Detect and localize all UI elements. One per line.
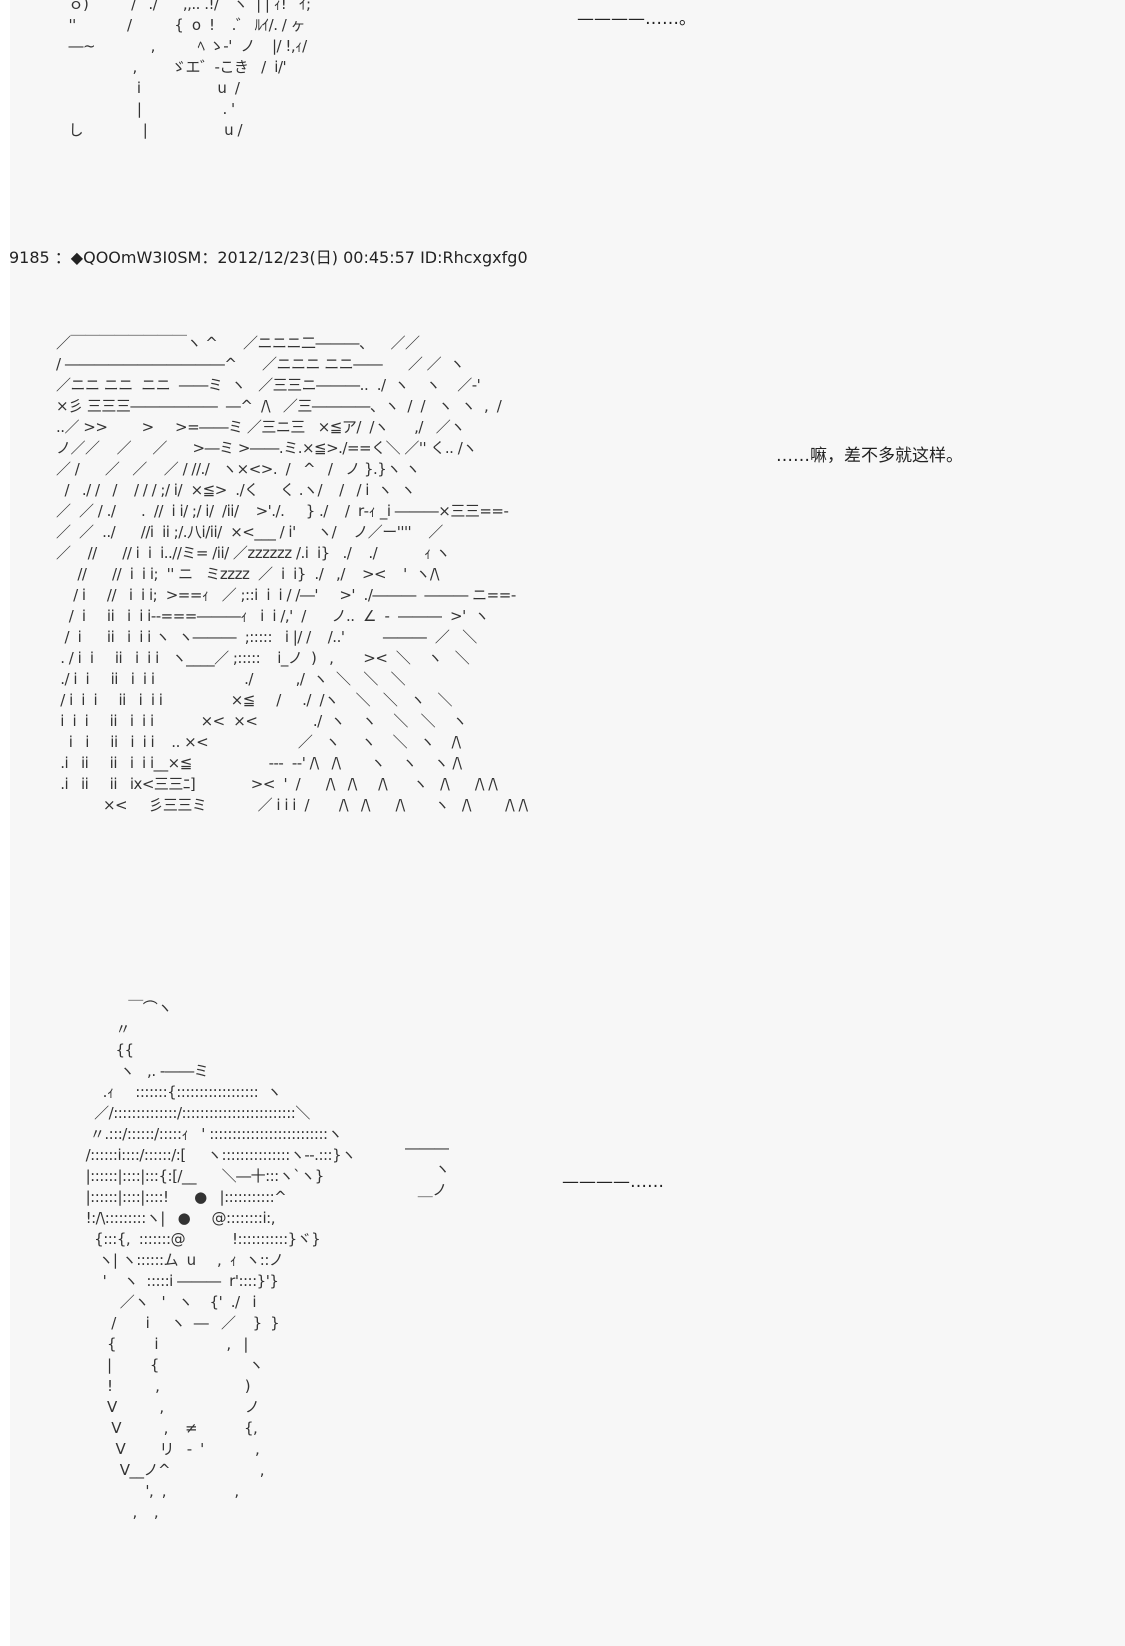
art-line: .i ii ii ix<三三ﾆ] >< ' / /\ /\ /\ ヽ /\ /\…	[56, 775, 498, 793]
ascii-art-top: ｏ) / ./ ,,.. .!/゛ヽ | | ｨ! ｲ; '' / { o ! …	[60, 0, 312, 141]
art-line: ..／ >> > >=――ミ ／三ニ三 ×≦ア/ /ヽ ,/ ／ヽ	[56, 418, 465, 436]
art-line: ／ニニ ニニ ニニ ――ミ ヽ ／三三ニ―――.. ./ ヽ ヽ ／-'	[56, 376, 481, 394]
dialogue-top: ————……。	[577, 9, 696, 29]
art-line: . / i i ii i i i ヽ____／ ;::::: i_ノ ) , >…	[56, 649, 470, 667]
art-line: ／￣￣￣￣￣￣￣￣ヽ ^ ／ニニニ二―――、 ／／	[56, 334, 420, 352]
art-line: / ./ / / / / / ;/ i/ ×≦> ./く く .ヽ/ / / i…	[56, 481, 416, 499]
art-line: ヽ ,. -――ミ	[60, 1062, 209, 1080]
art-line: ／ ／ ../ //i ii ;/.八i/ii/ ×<___ / i' ヽ/ ノ…	[56, 523, 443, 541]
art-line: V__ノ^ ,	[60, 1461, 265, 1479]
art-line: ／ / ／ ／ ／ / //./ ヽ×<>. / ^ / ノ }.}ヽ ヽ	[56, 460, 420, 478]
art-line: |::::::|::::|:::{:[/__ ＼―十:::ヽ`ヽ}	[60, 1167, 325, 1185]
art-line: , ,	[60, 1503, 159, 1521]
art-line: !:/\:::::::::ヽ| ● @::::::::i:,	[60, 1209, 276, 1227]
art-line: i u /	[60, 79, 240, 97]
art-line: ／ ／ / ./ . // i i/ ;/ i/ /ii/ >'./. } ./…	[56, 502, 509, 520]
art-line: ヽ| ヽ::::::ム u , ｨ ヽ::ノ	[60, 1251, 284, 1269]
ascii-art-side: ――― ヽ ＿ノ	[405, 1139, 450, 1199]
art-line: ノ／／ ／ ／ >―ミ >――.ミ.×≦>./==く＼ ／'' く.. /ヽ	[56, 439, 477, 457]
art-line: 〃	[60, 1020, 130, 1038]
art-line: { i , |	[60, 1335, 249, 1353]
art-line: / i // i i i; >==ｨ ／ ;::i i i / /―' >' .…	[56, 586, 516, 604]
art-line: // // i i i; '' ニ ミzzzz ／ i i} ./ ,/ >< …	[56, 565, 439, 583]
art-line: | . '	[60, 100, 235, 118]
art-line: ￣⌒ヽ	[60, 999, 172, 1017]
ascii-art-middle: ／￣￣￣￣￣￣￣￣ヽ ^ ／ニニニ二―――、 ／／ / ―――――――――――^ …	[56, 333, 528, 816]
art-line: {:::{, :::::::@ !:::::::::::}ヾ}	[60, 1230, 321, 1248]
art-line: i i i ii i i i ×< ×< ./ ヽ ヽ ＼ ＼ ヽ	[56, 712, 467, 730]
page-margin	[0, 0, 10, 1646]
art-line: ｏ) / ./ ,,.. .!/゛ヽ | | ｨ! ｲ;	[60, 0, 312, 13]
ascii-art-bottom: ￣⌒ヽ 〃 {{ ヽ ,. -――ミ .ｨ :::::::{::::::::::…	[60, 998, 357, 1523]
art-line: | { ヽ	[60, 1356, 264, 1374]
art-line: 〃.:::/::::::/:::::ｨ ' ::::::::::::::::::…	[60, 1125, 343, 1143]
art-line: / i i i ii i i i ×≦ / ./ /ヽ ＼ ＼ ヽ ＼	[56, 691, 453, 709]
art-line: i i ii i i i .. ×< ／ ヽ ヽ ＼ ヽ /\	[56, 733, 461, 751]
art-line: ./ i i ii i i i ./ ,/ ヽ ＼ ＼ ＼	[56, 670, 406, 688]
art-line: ／ヽ ' ヽ {' ./ i	[60, 1293, 257, 1311]
art-line: ', , ,	[60, 1482, 239, 1500]
post-header: 9185 ：◆QOOmW3I0SM：2012/12/23(日) 00:45:57…	[9, 248, 528, 267]
art-line: ／/::::::::::::::/:::::::::::::::::::::::…	[60, 1104, 310, 1122]
art-line: / ―――――――――――^ ／ニニニ ニニ―― ／ ／ ヽ	[56, 355, 465, 373]
art-line: ! , )	[60, 1377, 251, 1395]
art-line: V , ノ	[60, 1398, 260, 1416]
art-line: .ｨ :::::::{:::::::::::::::::: ヽ	[60, 1083, 282, 1101]
art-line: / i ii i i i ヽ ヽ――― ;::::: i |/ / /..' ―…	[56, 628, 478, 646]
art-line: ／ // // i i i..//ミ= /ii/ ／zzzzzz /.i i} …	[56, 544, 450, 562]
art-line: V , ≠ {,	[60, 1419, 258, 1437]
art-line: ' ヽ :::::i ――― r'::::}'}	[60, 1272, 279, 1290]
art-line: ―~ , ﾍ ゝ-' ノ |/ !,ｨ/	[60, 37, 308, 55]
art-line: /::::::i::::/::::::/:[ ヽ:::::::::::::::ヽ…	[60, 1146, 357, 1164]
art-line: {{	[60, 1041, 134, 1059]
art-line: V リ - ' ,	[60, 1440, 260, 1458]
art-line: / i ヽ ― ／ } }	[60, 1314, 280, 1332]
art-line: |::::::|::::|::::! ● |:::::::::::^	[60, 1188, 287, 1206]
art-line: '' / { o ! .゛ ﾙｲ/. / ヶ	[60, 16, 306, 34]
art-line: / i ii i i i--===―――ｨ i i /,' / ノ.. ∠ - …	[56, 607, 489, 625]
art-line: ×彡 三三三―――――― ―^ /\ ／三――――、ヽ / / ヽ ヽ , /	[56, 397, 502, 415]
dialogue-middle: ……嘛，差不多就这样。	[776, 446, 963, 466]
art-line: ×< 彡三三ミ ／ i i i / /\ /\ /\ ヽ /\ /\ /\	[56, 796, 528, 814]
art-line: .i ii ii i i i__×≦ --- --' /\ /\ ヽ ヽ ヽ /…	[56, 754, 462, 772]
art-line: , ゞエ゛-こき / i/'	[60, 58, 287, 76]
dialogue-bottom: ————……	[562, 1172, 664, 1192]
art-line: し | u /	[60, 121, 243, 139]
